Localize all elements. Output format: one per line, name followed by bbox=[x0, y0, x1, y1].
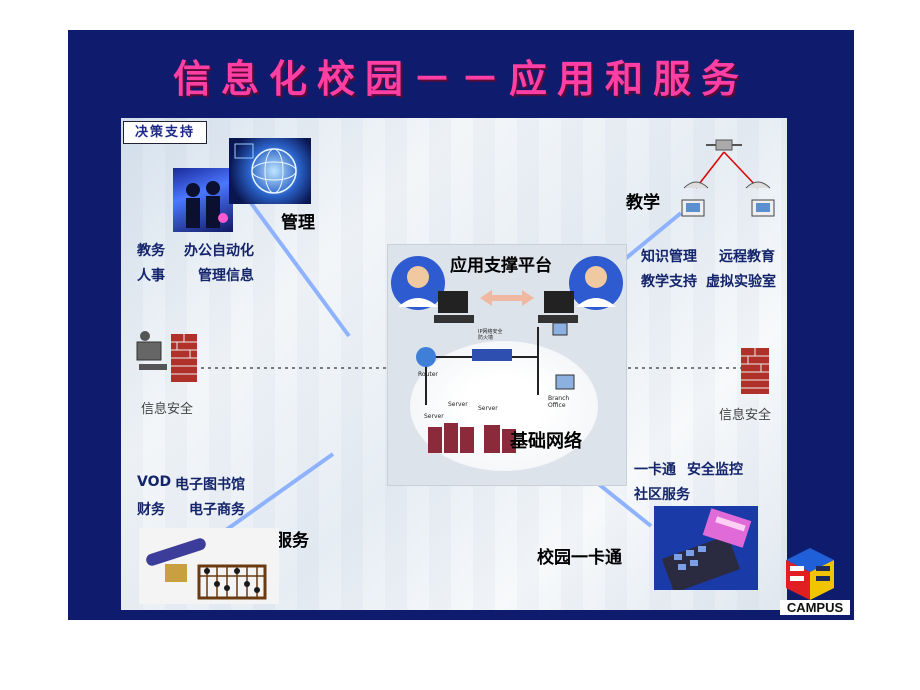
router-icon bbox=[416, 347, 436, 367]
campus-card-heading: 校园一卡通 bbox=[537, 548, 622, 568]
workstation-right bbox=[544, 291, 574, 313]
branch-office-icon bbox=[555, 374, 575, 390]
card-item-2: 安全监控 bbox=[687, 462, 743, 478]
teaching-item-3: 教学支持 bbox=[641, 274, 697, 290]
management-item-2: 办公自动化 bbox=[184, 243, 254, 259]
decision-support-badge: 决策支持 bbox=[123, 121, 207, 144]
campus-logo-text: CAMPUS bbox=[780, 600, 850, 615]
platform-center-box: 应用支撑平台 IP网络安全 防火墙 Rou bbox=[387, 244, 627, 486]
firewall-device-icon bbox=[472, 349, 512, 361]
branch-office-label: Branch Office bbox=[548, 395, 570, 409]
server-label-3: Server bbox=[424, 413, 444, 420]
satellite-network-icon bbox=[681, 139, 775, 217]
management-item-4: 管理信息 bbox=[198, 268, 254, 284]
card-item-1: 一卡通 bbox=[634, 462, 676, 478]
management-item-1: 教务 bbox=[137, 243, 165, 259]
slide: 信息化校园－－应用和服务 决策支持 管理 教务 办公自动化 人事 管理信息 bbox=[68, 30, 854, 620]
card-item-3: 社区服务 bbox=[634, 487, 690, 503]
infrastructure-label: 基础网络 bbox=[510, 431, 582, 452]
security-left-icon bbox=[136, 331, 197, 382]
campus-logo: CAMPUS bbox=[780, 538, 850, 618]
security-right-label: 信息安全 bbox=[719, 408, 772, 423]
management-item-3: 人事 bbox=[137, 268, 165, 284]
network-diagram bbox=[391, 256, 623, 453]
public-item-4: 电子商务 bbox=[189, 502, 245, 518]
double-arrow-icon bbox=[480, 290, 534, 306]
slide-title: 信息化校园－－应用和服务 bbox=[172, 56, 749, 101]
router-label: Router bbox=[418, 371, 438, 378]
campus-card-photo bbox=[654, 506, 758, 590]
public-item-3: 财务 bbox=[137, 502, 165, 518]
security-left-label: 信息安全 bbox=[141, 402, 194, 417]
firewall-device-label: IP网络安全 防火墙 bbox=[478, 329, 503, 341]
public-item-2: 电子图书馆 bbox=[175, 477, 245, 493]
public-item-1: VOD bbox=[137, 474, 172, 490]
teaching-heading: 教学 bbox=[626, 193, 660, 213]
connector-public bbox=[224, 452, 335, 532]
diagram-panel: 决策支持 管理 教务 办公自动化 人事 管理信息 教学 知识管理 远程教育 教学… bbox=[121, 118, 787, 610]
security-right-firewall-icon bbox=[741, 348, 769, 394]
platform-label: 应用支撑平台 bbox=[450, 256, 552, 276]
management-heading: 管理 bbox=[281, 213, 315, 233]
management-photo-people bbox=[173, 168, 233, 232]
server-rack-icon bbox=[460, 427, 474, 453]
workstation-left bbox=[438, 291, 468, 313]
teaching-item-4: 虚拟实验室 bbox=[706, 274, 776, 290]
teaching-item-1: 知识管理 bbox=[641, 249, 697, 265]
server-label-2: Server bbox=[478, 405, 498, 412]
management-photo-globe bbox=[229, 138, 311, 204]
teaching-item-2: 远程教育 bbox=[719, 249, 775, 265]
connector-management bbox=[249, 201, 351, 338]
server-label-1: Server bbox=[448, 401, 468, 408]
public-services-photo bbox=[139, 528, 279, 604]
